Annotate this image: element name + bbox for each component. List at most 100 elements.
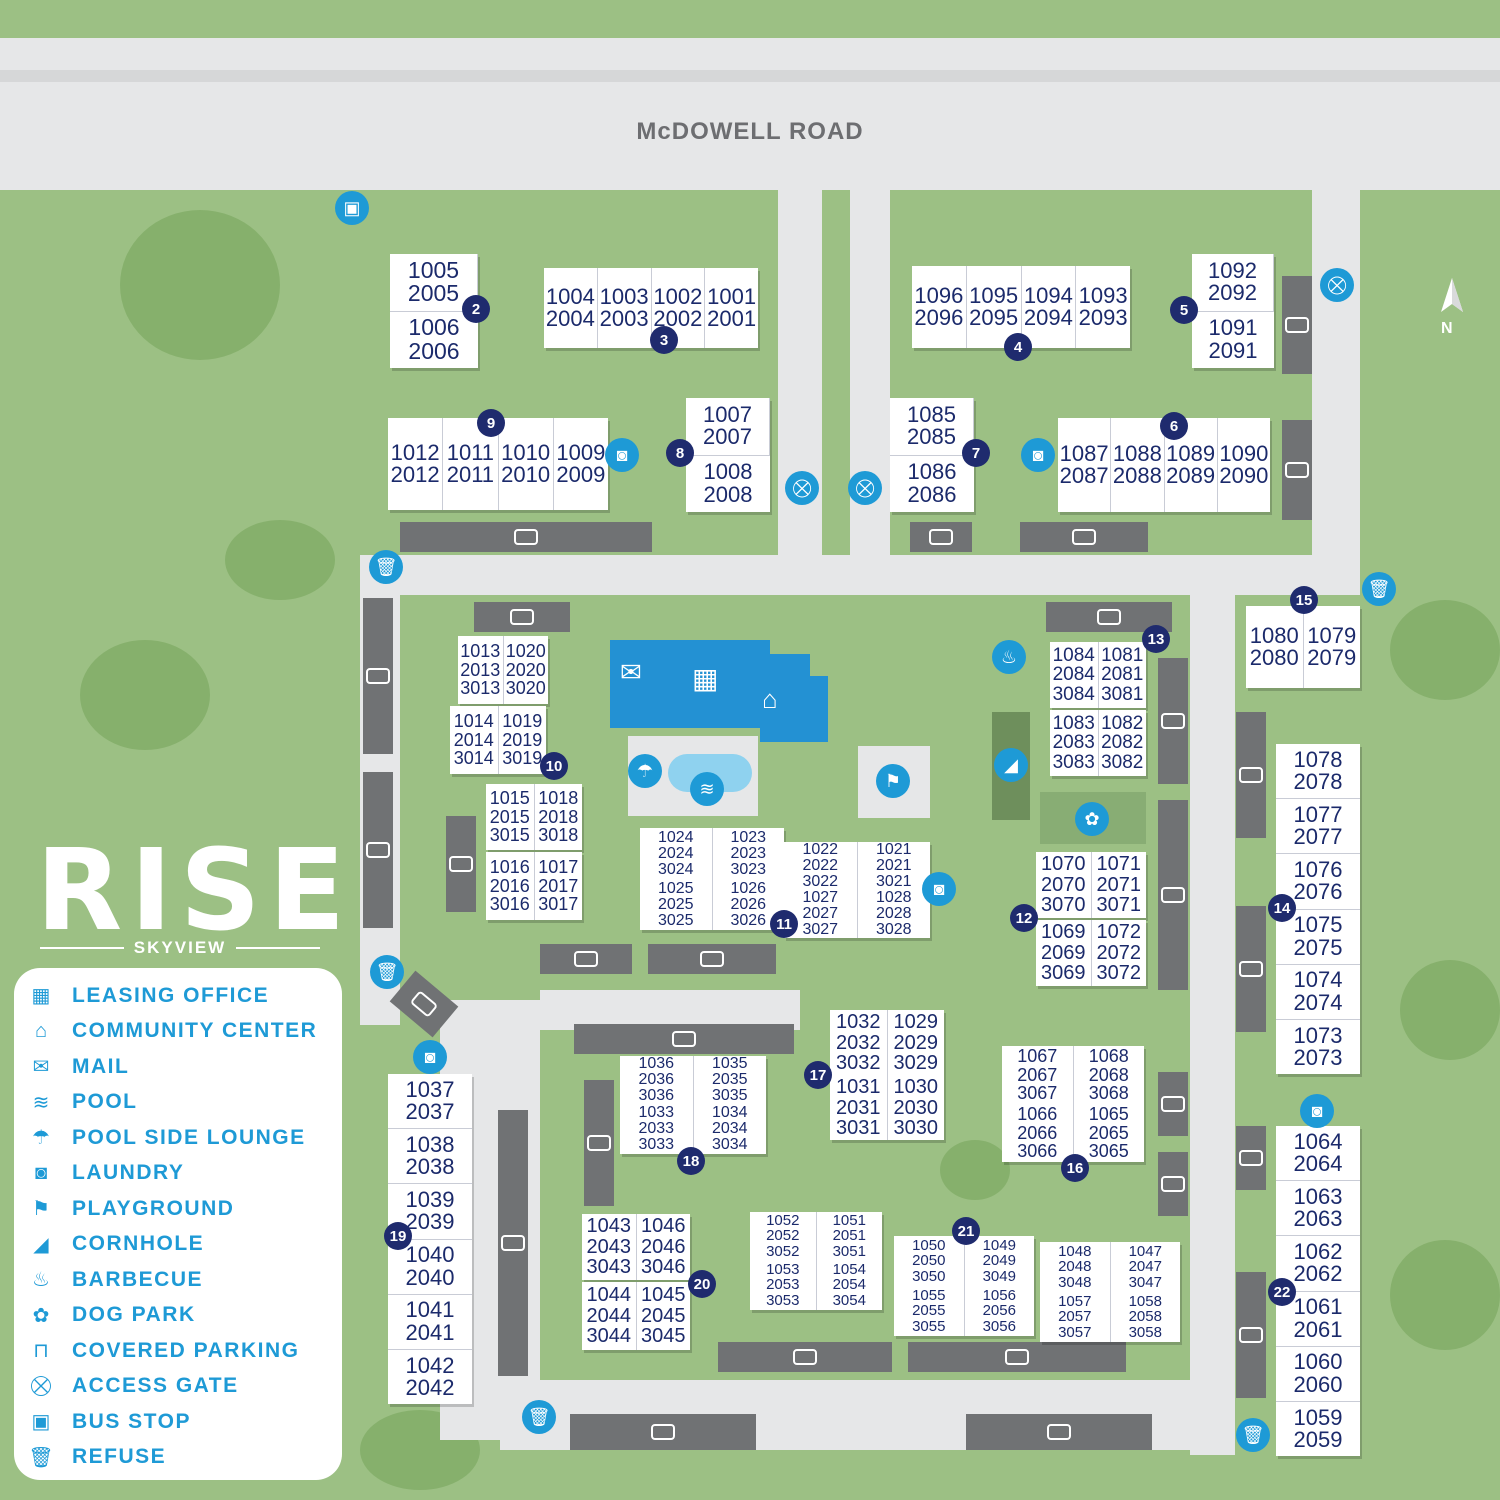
lounge-icon[interactable]: ☂ bbox=[628, 754, 662, 788]
building-number-16[interactable]: 16 bbox=[1061, 1154, 1089, 1182]
building-number-21[interactable]: 21 bbox=[952, 1217, 980, 1245]
building-number-8[interactable]: 8 bbox=[666, 439, 694, 467]
building-number-6[interactable]: 6 bbox=[1160, 412, 1188, 440]
barbecue-icon[interactable]: ♨ bbox=[992, 640, 1026, 674]
gate-icon[interactable]: ⛒ bbox=[1320, 268, 1354, 302]
building-number-9[interactable]: 9 bbox=[477, 409, 505, 437]
laundry-icon[interactable]: ◙ bbox=[605, 438, 639, 472]
trash-icon[interactable]: 🗑 bbox=[370, 955, 404, 989]
pool-icon[interactable]: ≋ bbox=[690, 772, 724, 806]
laundry-icon[interactable]: ◙ bbox=[1021, 438, 1055, 472]
building-number-10[interactable]: 10 bbox=[540, 752, 568, 780]
building-number-2[interactable]: 2 bbox=[462, 295, 490, 323]
building-number-13[interactable]: 13 bbox=[1142, 625, 1170, 653]
gate-icon[interactable]: ⛒ bbox=[848, 471, 882, 505]
building-number-7[interactable]: 7 bbox=[962, 439, 990, 467]
bus-icon[interactable]: ▣ bbox=[335, 191, 369, 225]
building-number-12[interactable]: 12 bbox=[1010, 904, 1038, 932]
building-number-14[interactable]: 14 bbox=[1268, 894, 1296, 922]
building-number-15[interactable]: 15 bbox=[1290, 586, 1318, 614]
building-number-17[interactable]: 17 bbox=[804, 1061, 832, 1089]
trash-icon[interactable]: 🗑 bbox=[369, 550, 403, 584]
building-number-4[interactable]: 4 bbox=[1004, 333, 1032, 361]
laundry-icon[interactable]: ◙ bbox=[922, 872, 956, 906]
